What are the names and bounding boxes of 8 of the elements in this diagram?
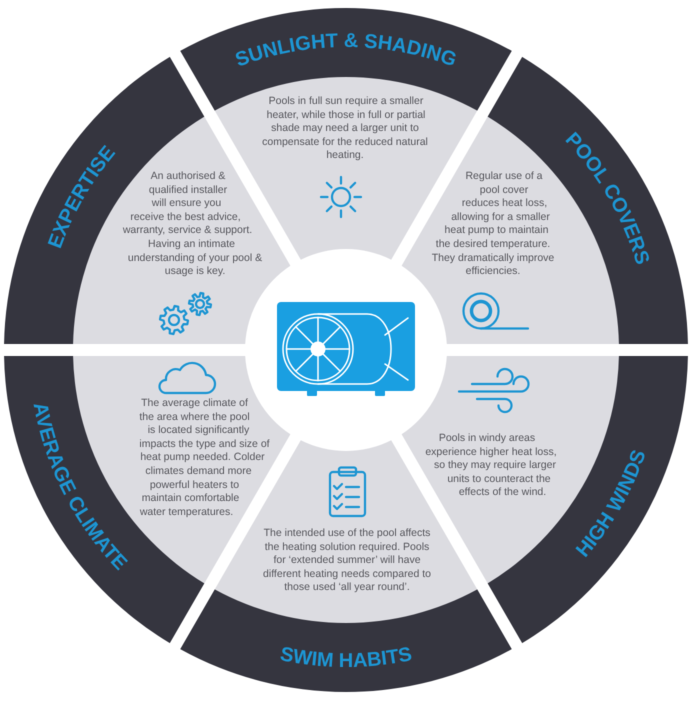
segment-title: SUNLIGHT & SHADING [232,30,460,72]
segment-description: The average climate of the area where the pool is located significantly impacts the type and size of heat pump needed. Colder climates demand more powerful heaters to maintain comfortable water temperatures. [138,397,271,520]
segment-description: An authorised & qualified installer will ensure you receive the best advice, warranty, service & support. Having an intimate understanding of your pool & usage is key. [122,170,264,279]
segment-description: Pools in full sun require a smaller heater, while those in full or partial shade may need a larger unit to compensate for the reduced natural heating. [261,95,429,163]
segment-description: Pools in windy areas experience higher heat loss, so they may require larger units to counteract the effects of the wind. [424,432,558,500]
segment-description: The intended use of the pool affects the heating solution required. Pools for ‘extended summer’ will have different heating needs compared to those used ‘all year round’. [262,527,432,595]
segment-description: Regular use of a pool cover reduces heat loss, allowing for a smaller heat pump to maintain the desired temperature. They dramatically improve efficiencies. [430,170,556,279]
segment-title: SWIM HABITS [278,643,414,672]
